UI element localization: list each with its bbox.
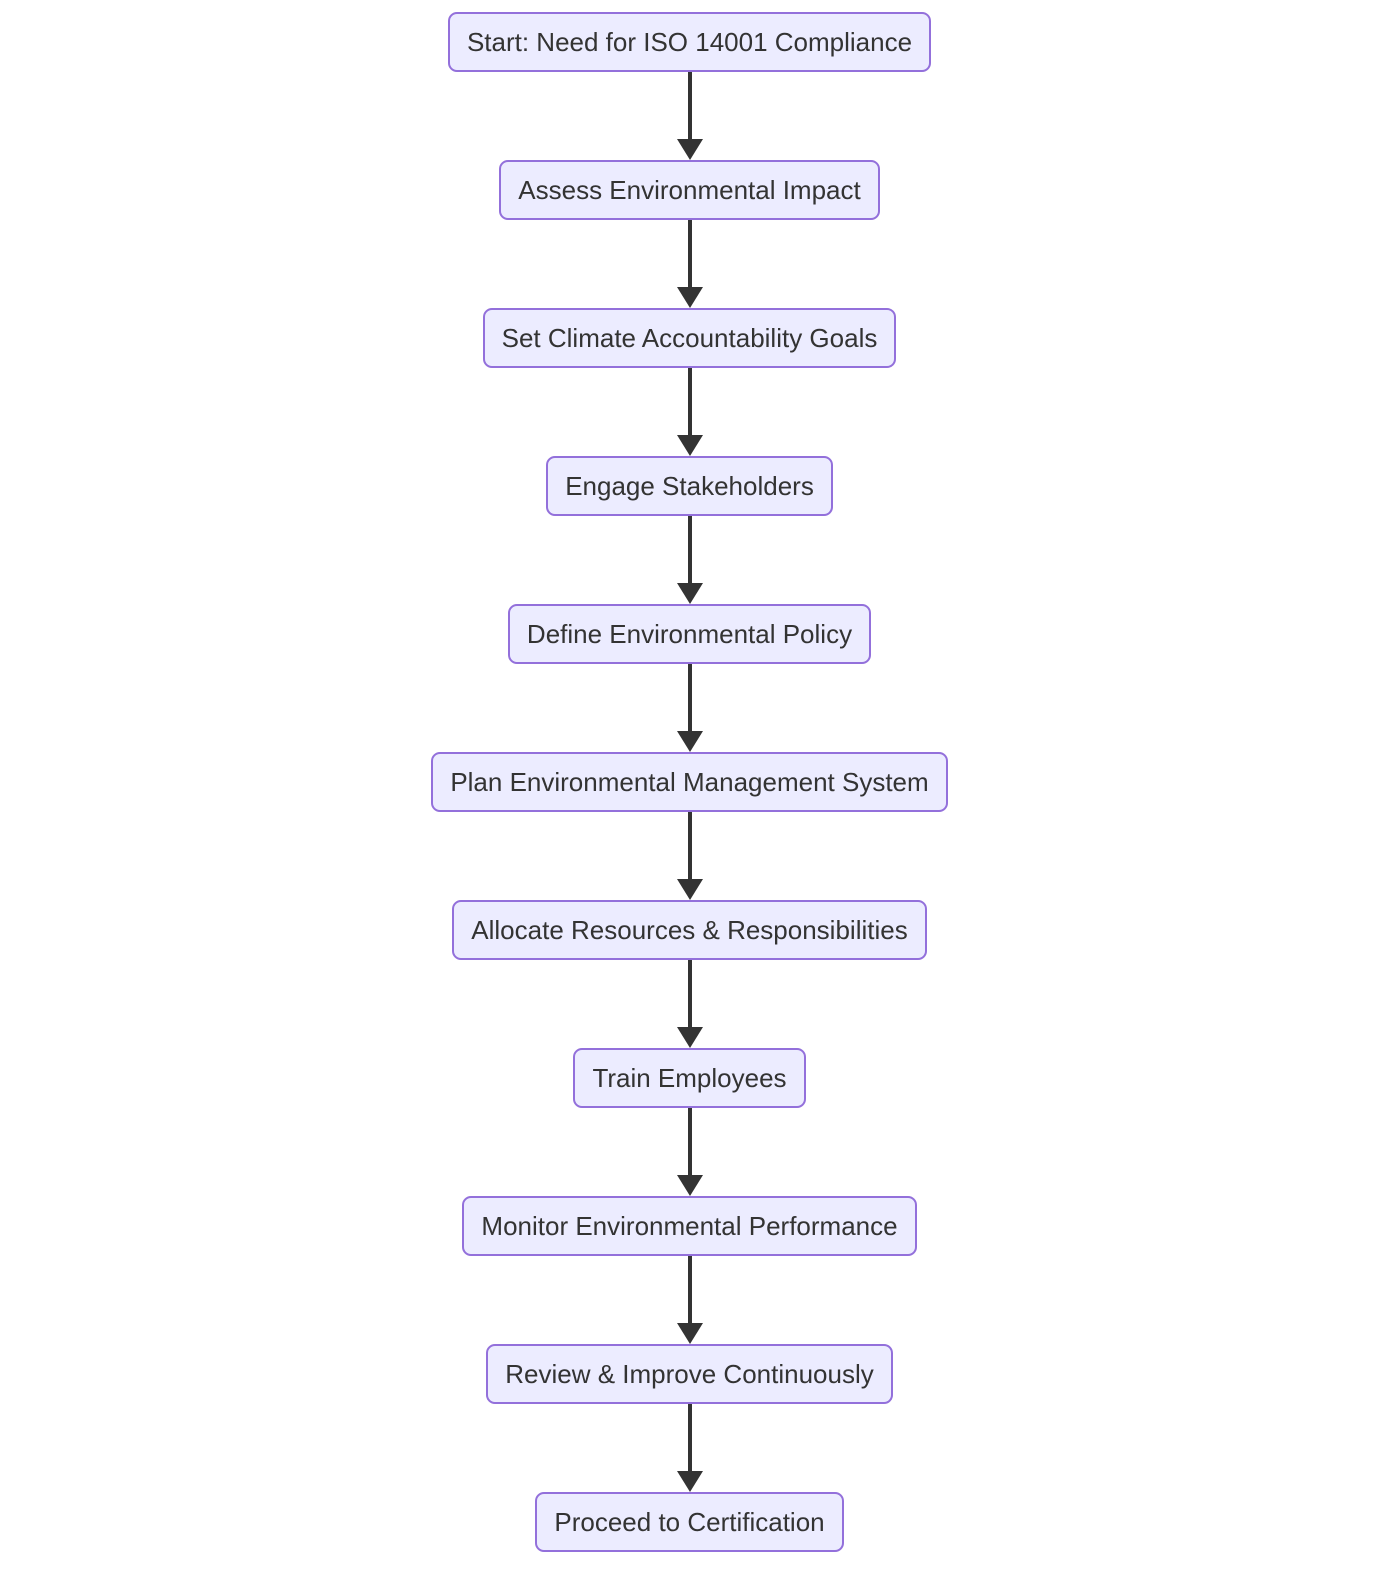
flowchart-node-engage-stakeholders: Engage Stakeholders — [546, 456, 833, 516]
arrow-down-icon — [676, 1027, 703, 1048]
flowchart-node-define-environmental-policy: Define Environmental Policy — [507, 604, 872, 664]
flowchart-node-assess-environmental-impact: Assess Environmental Impact — [499, 160, 880, 220]
edge-arrow — [676, 960, 703, 1048]
edge-arrow — [676, 516, 703, 604]
edge-arrow — [676, 72, 703, 160]
arrow-line — [687, 1404, 692, 1471]
arrow-line — [687, 960, 692, 1027]
edge-arrow — [676, 220, 703, 308]
arrow-down-icon — [676, 879, 703, 900]
arrow-line — [687, 1256, 692, 1323]
flowchart-node-review-improve-continuously: Review & Improve Continuously — [486, 1344, 893, 1404]
edge-arrow — [676, 368, 703, 456]
flowchart-node-monitor-environmental-performance: Monitor Environmental Performance — [462, 1196, 917, 1256]
edge-arrow — [676, 664, 703, 752]
arrow-line — [687, 220, 692, 287]
arrow-line — [687, 516, 692, 583]
edge-arrow — [676, 1256, 703, 1344]
flowchart-node-allocate-resources-responsibilities: Allocate Resources & Responsibilities — [452, 900, 927, 960]
arrow-down-icon — [676, 1175, 703, 1196]
edge-arrow — [676, 1404, 703, 1492]
arrow-line — [687, 72, 692, 139]
edge-arrow — [676, 812, 703, 900]
arrow-down-icon — [676, 435, 703, 456]
arrow-down-icon — [676, 1323, 703, 1344]
arrow-down-icon — [676, 731, 703, 752]
flowchart-node-set-climate-accountability-goals: Set Climate Accountability Goals — [482, 308, 897, 368]
flowchart-node-train-employees: Train Employees — [573, 1048, 806, 1108]
arrow-line — [687, 812, 692, 879]
flowchart-node-start: Start: Need for ISO 14001 Compliance — [447, 12, 932, 72]
flowchart-node-plan-environmental-management-system: Plan Environmental Management System — [431, 752, 948, 812]
arrow-line — [687, 368, 692, 435]
edge-arrow — [676, 1108, 703, 1196]
arrow-down-icon — [676, 1471, 703, 1492]
arrow-down-icon — [676, 287, 703, 308]
arrow-down-icon — [676, 583, 703, 604]
arrow-line — [687, 664, 692, 731]
arrow-line — [687, 1108, 692, 1175]
flowchart-node-proceed-to-certification: Proceed to Certification — [535, 1492, 844, 1552]
arrow-down-icon — [676, 139, 703, 160]
